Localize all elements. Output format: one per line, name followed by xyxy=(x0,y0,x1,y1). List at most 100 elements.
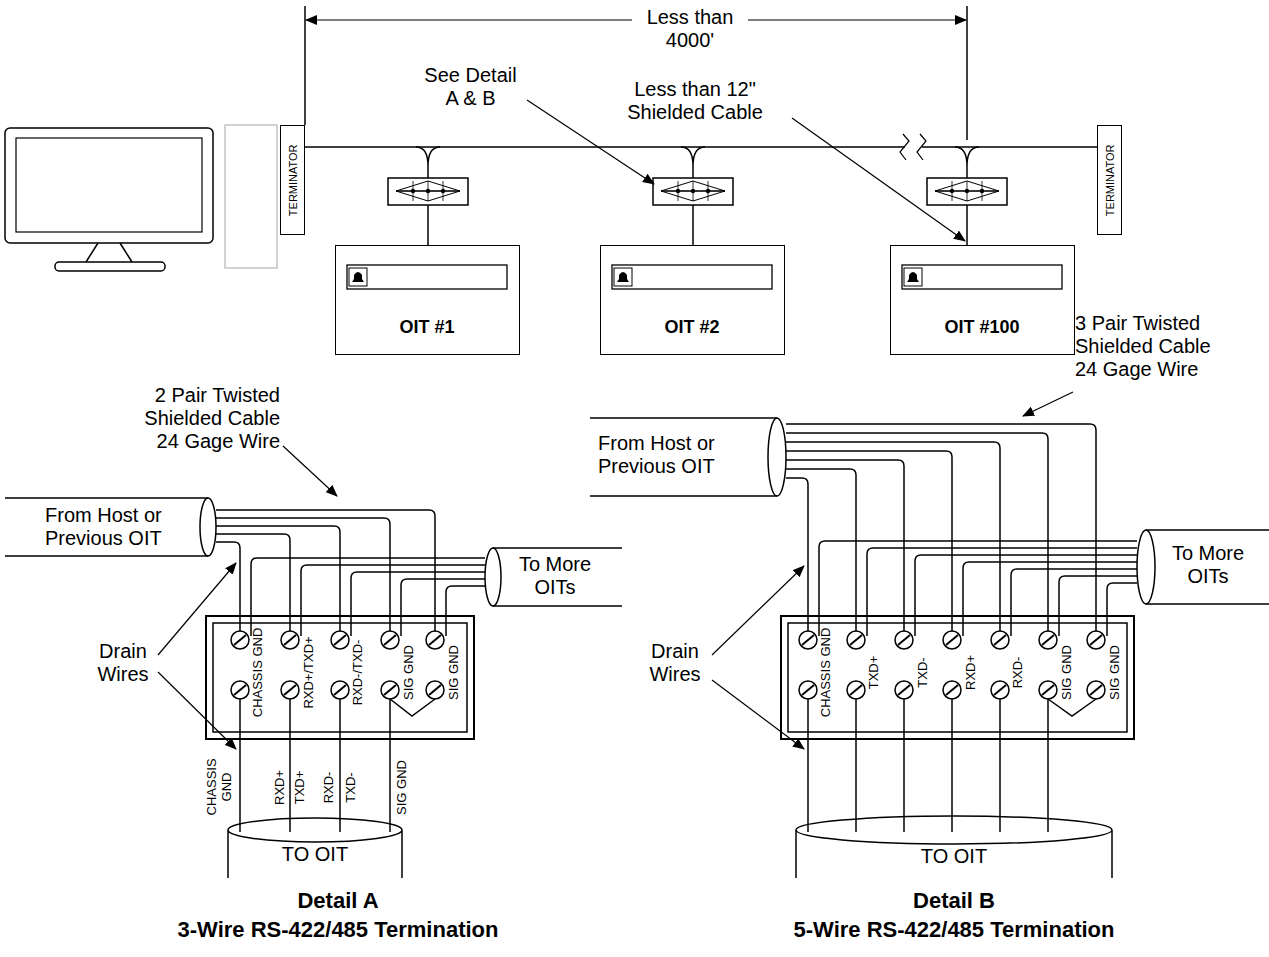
wire xyxy=(389,699,391,832)
screw-slot xyxy=(284,635,296,645)
wire xyxy=(301,565,485,636)
terminal-name: RXD+ xyxy=(964,654,979,689)
cable-spec: 3 Pair Twisted Shielded Cable 24 Gage Wi… xyxy=(1075,312,1225,381)
leader-arrow xyxy=(158,672,236,749)
screw-slot xyxy=(1090,635,1102,645)
screw-slot xyxy=(1042,685,1054,695)
screw-slot xyxy=(1090,685,1102,695)
junction-dot xyxy=(965,189,969,193)
cable-label: From Host or Previous OIT xyxy=(598,432,753,478)
oit-display xyxy=(347,265,507,289)
callout-note: Drain Wires xyxy=(88,640,158,686)
oit-display xyxy=(902,265,1062,289)
screw-slot xyxy=(429,635,441,645)
wire xyxy=(786,451,952,631)
extension-line xyxy=(304,6,306,125)
signal-name: RXD- xyxy=(322,771,337,803)
wire xyxy=(807,699,809,832)
wire xyxy=(446,586,485,636)
oit-unit: OIT #1 xyxy=(335,245,520,355)
wire xyxy=(251,558,485,636)
wire xyxy=(216,542,240,631)
terminal-screw xyxy=(1039,631,1057,649)
bus-tap xyxy=(416,147,440,178)
terminal-name: SIG GND xyxy=(1107,645,1122,700)
callout-note: Drain Wires xyxy=(640,640,710,686)
monitor-frame xyxy=(5,128,213,243)
signal-name: TXD+ xyxy=(293,770,308,804)
screw-slot xyxy=(384,685,396,695)
terminal-name: SIG GND xyxy=(1059,645,1074,700)
bell-icon xyxy=(352,272,364,282)
terminal-name: CHASSIS GND xyxy=(251,627,266,717)
wire xyxy=(401,579,485,636)
terminal-screw xyxy=(381,631,399,649)
wire xyxy=(339,699,341,832)
callout-note: See Detail A & B xyxy=(418,64,523,110)
extension-line xyxy=(966,6,968,140)
detail-title: Detail B xyxy=(754,888,1154,913)
junction-fan xyxy=(935,181,999,201)
junction-fan xyxy=(396,181,460,201)
terminal-screw xyxy=(847,681,865,699)
wire xyxy=(289,699,291,832)
junction-dot xyxy=(691,189,695,193)
cable-label: To More OITs xyxy=(505,553,605,599)
screw-slot xyxy=(234,685,246,695)
signal-name: RXD+ xyxy=(273,769,288,804)
terminal-screw xyxy=(281,681,299,699)
terminal-screw xyxy=(799,681,817,699)
screw-slot xyxy=(994,685,1006,695)
cable-label: From Host or Previous OIT xyxy=(45,504,200,550)
terminal-screw xyxy=(1087,681,1105,699)
terminal-screw xyxy=(991,631,1009,649)
wire xyxy=(903,699,905,832)
terminal-screw xyxy=(895,681,913,699)
oit-display xyxy=(612,265,772,289)
monitor-screen xyxy=(16,138,202,232)
terminal-block-inner xyxy=(788,623,1127,732)
terminal-screw xyxy=(281,631,299,649)
monitor-neck xyxy=(86,243,132,262)
onward-cable xyxy=(1146,530,1269,604)
terminal-name: SIG GND xyxy=(446,645,461,700)
screw-slot xyxy=(898,685,910,695)
junction-dot xyxy=(676,189,680,193)
screw-slot xyxy=(334,685,346,695)
terminal-screw xyxy=(426,681,444,699)
cable-spec: 2 Pair Twisted Shielded Cable 24 Gage Wi… xyxy=(130,384,280,453)
terminator-label: TERMINATOR xyxy=(286,144,299,216)
host-cable xyxy=(5,498,208,556)
junction-diamond xyxy=(661,181,725,201)
wire xyxy=(855,699,857,832)
detail-title: 5-Wire RS-422/485 Termination xyxy=(704,917,1204,942)
terminal-screw xyxy=(1087,631,1105,649)
cable-end xyxy=(1137,530,1155,604)
screw-slot xyxy=(802,635,814,645)
bell-icon xyxy=(617,272,629,282)
oit-name: OIT #2 xyxy=(665,317,720,338)
junction-box xyxy=(388,178,468,205)
wire xyxy=(1107,583,1137,636)
leader-arrow xyxy=(792,118,965,241)
wire xyxy=(963,562,1137,636)
wire xyxy=(216,510,435,631)
oit-unit: OIT #2 xyxy=(600,245,785,355)
screw-slot xyxy=(946,635,958,645)
screw-slot xyxy=(994,635,1006,645)
wire xyxy=(867,548,1137,636)
bell-icon xyxy=(907,272,919,282)
oit-cable xyxy=(228,818,402,878)
cable-end xyxy=(768,418,786,496)
terminal-name: TXD+ xyxy=(867,655,882,689)
junction-fan xyxy=(661,181,725,201)
screw-slot xyxy=(898,635,910,645)
bus-tap xyxy=(955,147,979,178)
terminal-screw xyxy=(1039,681,1057,699)
bell-icon-frame xyxy=(349,268,367,286)
terminal-name: CHASSIS GND xyxy=(819,627,834,717)
leader-arrow xyxy=(712,566,804,655)
drop-cable xyxy=(692,205,694,245)
host-cable xyxy=(590,418,777,496)
